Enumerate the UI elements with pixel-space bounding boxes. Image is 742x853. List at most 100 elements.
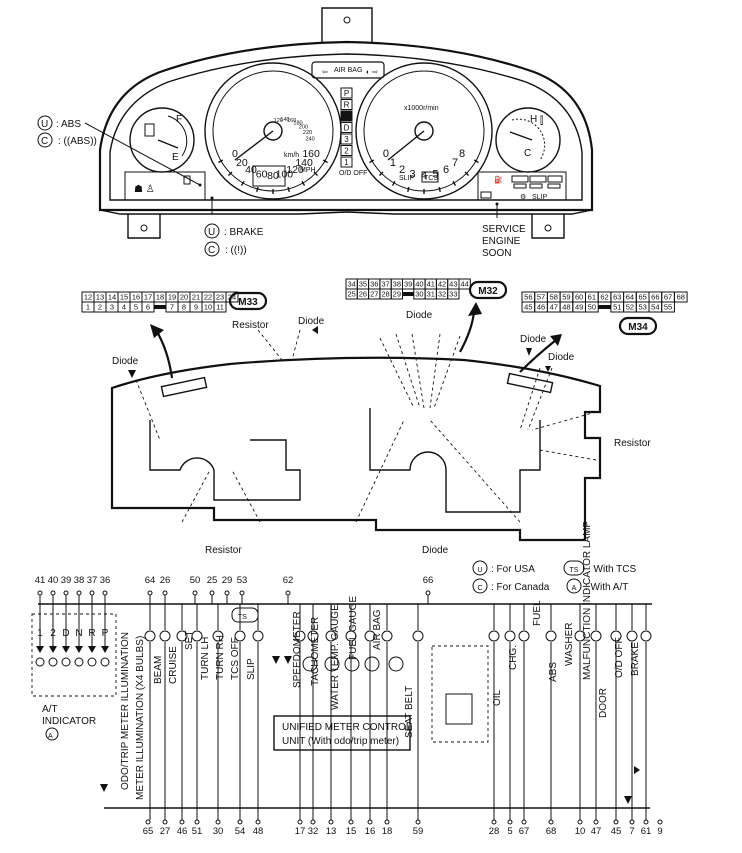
connector-pin-label: 10 xyxy=(204,303,212,312)
circuit-label: CHG. xyxy=(508,645,519,670)
bottom-pin: 27 xyxy=(160,826,171,837)
lamp-bulb xyxy=(191,630,203,642)
umc-label-1: UNIFIED METER CONTROL xyxy=(282,722,412,733)
at-lamp xyxy=(74,657,84,667)
connector-blank-cell xyxy=(154,305,166,309)
fuel-pump-icon xyxy=(144,123,155,137)
lamp-circuits xyxy=(144,604,652,820)
lamp-bulb xyxy=(144,630,156,642)
tacho-tick xyxy=(452,180,457,186)
pin-terminal xyxy=(209,590,215,596)
connector-cell xyxy=(225,291,239,303)
connector-pin-label: 21 xyxy=(192,293,200,302)
connector-pin-label: 22 xyxy=(204,293,212,302)
lamp-bulb xyxy=(364,630,376,642)
top-pin: 53 xyxy=(237,575,248,586)
unified-meter-control-unit xyxy=(273,715,411,751)
circuit-label: BEAM xyxy=(153,656,164,684)
lamp-bulb xyxy=(412,630,424,642)
temp-cold-mark: C xyxy=(524,148,531,159)
callout-usa-mark: U xyxy=(41,119,48,130)
lamp-bulb xyxy=(176,630,188,642)
temp-hot-mark: H xyxy=(530,114,537,125)
connector-pin-label: 67 xyxy=(664,293,672,302)
speedo-label: 120 xyxy=(286,164,304,176)
tacho-tick xyxy=(473,159,479,164)
circuit-label: OIL xyxy=(492,689,503,706)
pin-terminal xyxy=(657,819,663,825)
connector-pin-label: 50 xyxy=(588,303,596,312)
pin-terminal xyxy=(50,590,56,596)
pin-terminal xyxy=(37,590,43,596)
connector-cell xyxy=(673,291,688,303)
gear-r-letter: R xyxy=(344,101,350,110)
speedo-inner-label: 180 xyxy=(293,120,302,126)
circuit-label: O/D OFF xyxy=(614,637,625,678)
connector-pin-label: 34 xyxy=(347,280,355,289)
connector-pin-label: 25 xyxy=(347,290,355,299)
abs-canada-icon: : ((ABS)) xyxy=(58,136,97,147)
connector-pin-label: 38 xyxy=(393,280,401,289)
speedo-inner-label: 220 xyxy=(303,130,312,136)
ts-box-label: TS xyxy=(238,614,247,621)
top-pin: 25 xyxy=(207,575,218,586)
pin-terminal xyxy=(310,819,316,825)
circuit-label: TCS OFF xyxy=(230,637,241,680)
tcs-off-warning-icon: ⚙ xyxy=(520,193,526,201)
speedo-inner-label: 120 xyxy=(274,118,283,124)
pin-terminal xyxy=(491,819,497,825)
circuit-label: FUEL xyxy=(532,600,543,626)
connector-pin-label: 13 xyxy=(96,293,104,302)
lamp-bulb xyxy=(545,630,557,642)
speedo-inner-label: 160 xyxy=(287,118,296,124)
diode-label-bottom: Diode xyxy=(422,545,449,556)
pin-terminal xyxy=(194,819,200,825)
at-lamp xyxy=(48,657,58,667)
tacho-tick xyxy=(438,186,441,193)
legend-text: : With TCS xyxy=(588,564,636,575)
lamp-bulb xyxy=(504,630,516,642)
bottom-pin: 7 xyxy=(629,826,634,837)
at-letter: P xyxy=(102,628,109,639)
connector-pin-label: 9 xyxy=(194,303,198,312)
connector-pin-label: 26 xyxy=(359,290,367,299)
connector-pin-label: 36 xyxy=(370,280,378,289)
connector-pin-label: 57 xyxy=(537,293,545,302)
tacho-label: 3 xyxy=(410,169,416,181)
bottom-pin: 46 xyxy=(177,826,188,837)
bottom-pin: 10 xyxy=(575,826,586,837)
connector-cell xyxy=(661,301,675,313)
connector-pin-label: 63 xyxy=(613,293,621,302)
gear-n-letter: N xyxy=(344,112,350,121)
connector-pin-label: 35 xyxy=(359,280,367,289)
lamp-bulb xyxy=(159,630,171,642)
pin-terminal xyxy=(613,819,619,825)
connector-pin-label: 12 xyxy=(84,293,92,302)
callout-canada-mark: C xyxy=(41,136,48,147)
speedo-tick xyxy=(322,159,328,164)
tacho-label: 0 xyxy=(383,148,389,160)
bottom-pin: 45 xyxy=(611,826,622,837)
circuit-label: FUEL GAUGE xyxy=(348,596,359,660)
pin-terminal xyxy=(577,819,583,825)
at-indicator-mark: A xyxy=(48,733,53,740)
lamp-bulb xyxy=(325,630,337,642)
circuit-label: SPEEDOMETER xyxy=(292,611,303,688)
bottom-pin: 30 xyxy=(213,826,224,837)
connector-pin-label: 44 xyxy=(460,280,468,289)
service-engine-line1: SERVICE xyxy=(482,224,526,235)
tcs-indicator-label: TCS xyxy=(424,175,438,182)
bottom-pin: 9 xyxy=(657,826,662,837)
lamp-bulb xyxy=(640,630,652,642)
at-indicator-label-2: INDICATOR xyxy=(42,716,96,727)
diode-symbol xyxy=(526,348,532,356)
bottom-pin: 67 xyxy=(519,826,530,837)
bottom-pin: 16 xyxy=(365,826,376,837)
circuit-label: SET xyxy=(184,631,195,650)
connector-pin-label: 5 xyxy=(134,303,138,312)
legend-mark-ring xyxy=(566,578,582,594)
connector-pin-label: 45 xyxy=(524,303,532,312)
speedo-tick xyxy=(240,180,245,186)
